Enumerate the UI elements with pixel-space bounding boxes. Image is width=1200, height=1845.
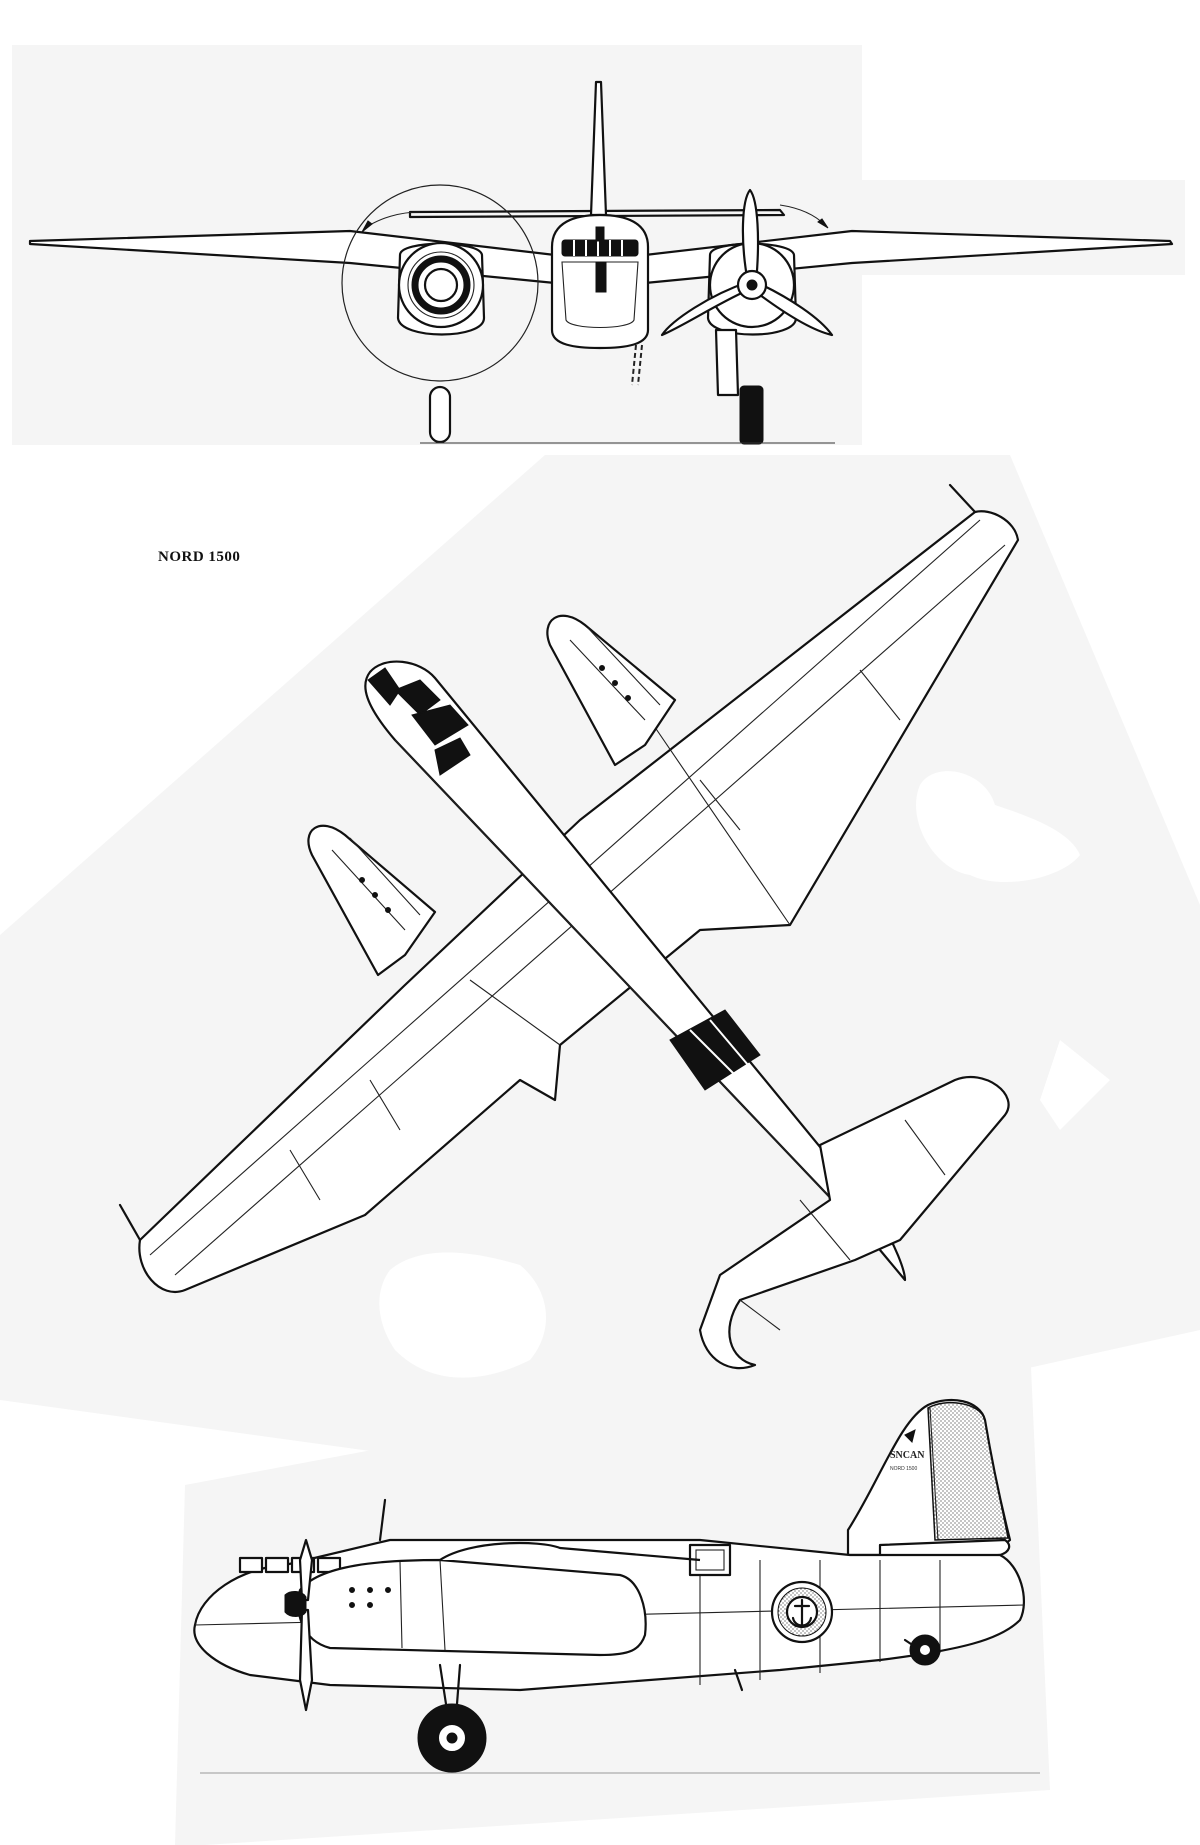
front-tailplane bbox=[408, 208, 786, 219]
front-view bbox=[28, 80, 1174, 445]
side-tail-wheel bbox=[903, 1634, 941, 1666]
drawing-title: NORD 1500 bbox=[158, 549, 240, 565]
top-right-engine bbox=[546, 614, 677, 767]
top-tailplane bbox=[698, 1075, 1010, 1370]
top-left-engine bbox=[307, 824, 437, 977]
tail-marking: SNCAN bbox=[890, 1450, 925, 1461]
roundel bbox=[770, 1580, 834, 1644]
side-view: SNCAN NORD 1500 bbox=[193, 1398, 1040, 1774]
top-cockpit bbox=[367, 667, 471, 776]
side-engine-nacelle bbox=[297, 1558, 647, 1657]
side-main-gear bbox=[417, 1663, 487, 1773]
top-fuselage bbox=[364, 660, 907, 1282]
top-view bbox=[118, 483, 1020, 1370]
tail-sub-marking: NORD 1500 bbox=[890, 1466, 917, 1472]
right-propeller bbox=[660, 188, 834, 337]
left-propeller-disc bbox=[341, 184, 539, 382]
side-propeller bbox=[284, 1538, 314, 1712]
side-cockpit-windows bbox=[238, 1556, 342, 1574]
erasure-marks bbox=[379, 771, 1110, 1378]
